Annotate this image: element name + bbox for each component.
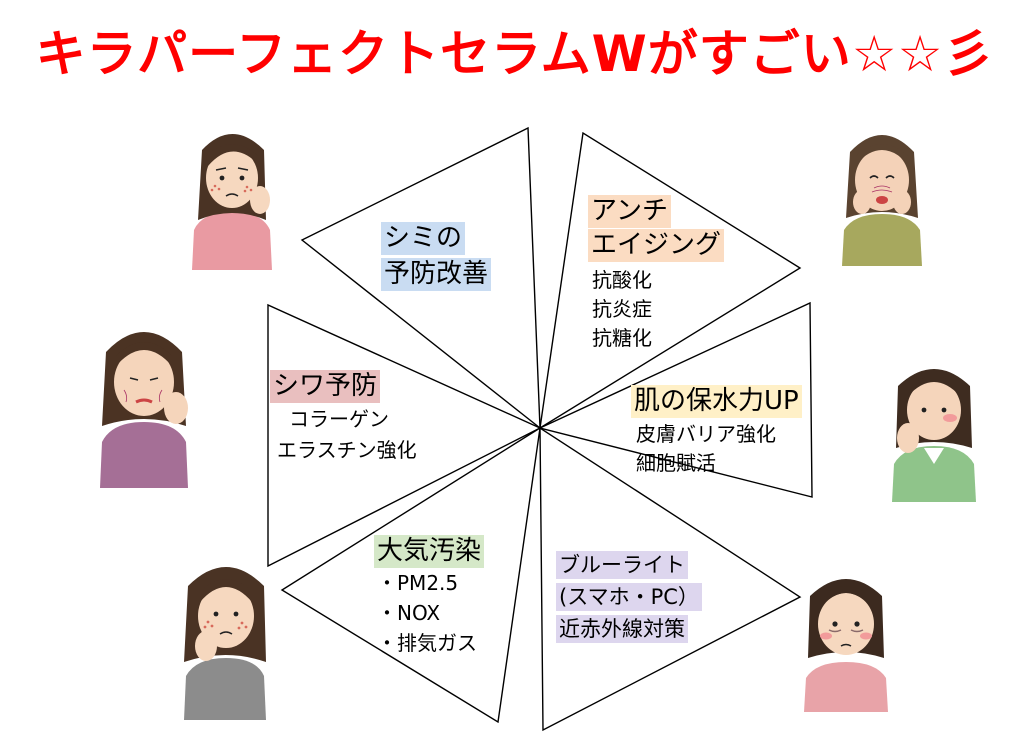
wrinkles-item: エラスチン強化 [277,438,417,462]
pollution-heading: 大気汚染 [374,535,485,568]
worried-woman-spots-illustration [192,134,272,270]
anti-aging-item: 抗酸化 [592,268,652,292]
blue-light-line1: ブルーライト [556,551,688,579]
anti-aging-item: 抗糖化 [592,326,652,350]
pollution-item: ・排気ガス [377,631,477,655]
wrinkles-item: コラーゲン [289,407,389,431]
sector-blue-light-triangle [539,426,802,732]
moisture-item: 細胞賦活 [636,451,716,475]
pollution-item: ・NOX [377,601,441,625]
worried-wrinkles-woman-illustration [100,332,188,488]
moisture-heading: 肌の保水力UP [631,385,802,418]
slide-title: キラパーフェクトセラムWがすごい☆☆彡 [35,25,995,83]
worried-aging-woman-illustration [842,135,922,266]
worried-tired-eyes-woman-illustration [804,579,888,712]
blue-light-line2: (スマホ・PC） [556,583,702,611]
worried-dry-skin-woman-illustration [892,369,976,502]
sector-pollution-triangle [280,426,541,724]
wrinkles-heading: シワ予防 [270,370,381,403]
pollution-item: ・PM2.5 [377,571,459,595]
blue-light-line3: 近赤外線対策 [556,615,688,643]
worried-pollution-woman-illustration [184,567,266,720]
spots-line1: シミの [381,222,466,255]
anti-aging-item: 抗炎症 [592,297,652,321]
anti-aging-line2: エイジング [588,229,725,262]
moisture-item: 皮膚バリア強化 [636,422,776,446]
anti-aging-line1: アンチ [588,195,671,228]
spots-line2: 予防改善 [381,258,492,291]
